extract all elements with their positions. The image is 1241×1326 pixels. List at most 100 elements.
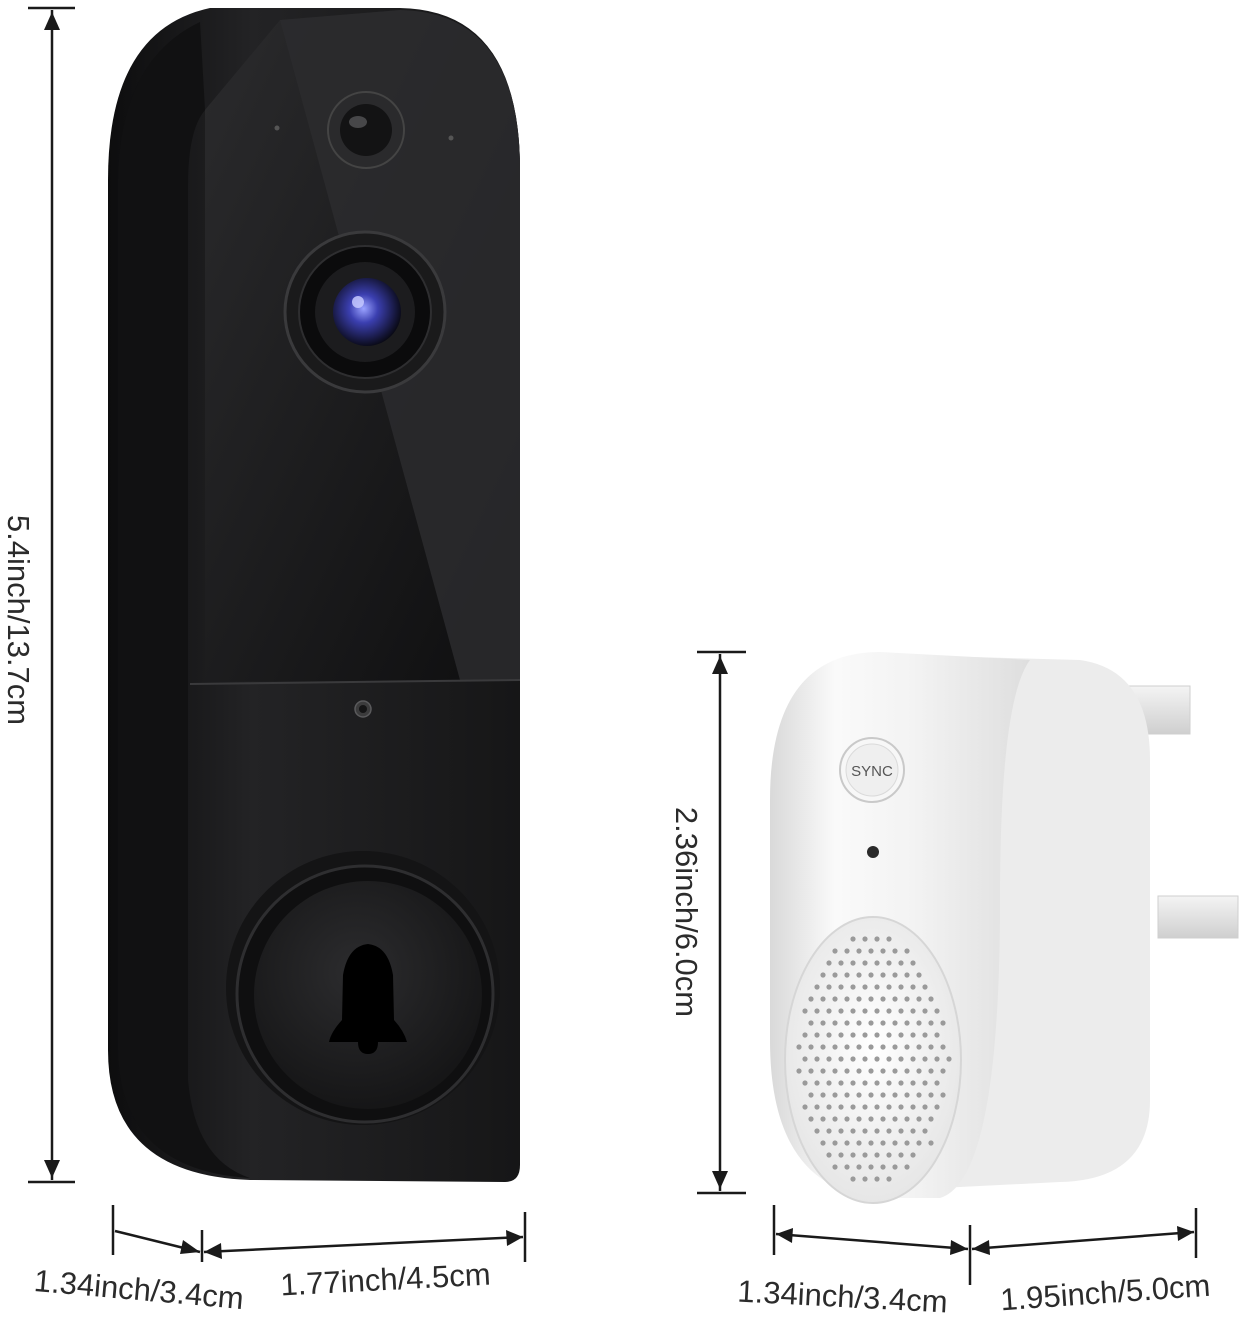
sync-button[interactable]: SYNC xyxy=(839,737,905,803)
speaker-hole xyxy=(892,996,898,1002)
speaker-hole xyxy=(880,996,886,1002)
speaker-hole xyxy=(832,996,838,1002)
speaker-hole xyxy=(928,1068,934,1074)
speaker-hole xyxy=(886,936,892,942)
speaker-hole xyxy=(898,1080,904,1086)
speaker-hole xyxy=(826,1104,832,1110)
speaker-hole xyxy=(850,1008,856,1014)
speaker-hole xyxy=(826,1032,832,1038)
speaker-hole xyxy=(940,1020,946,1026)
speaker-hole xyxy=(826,1056,832,1062)
speaker-hole xyxy=(940,1092,946,1098)
speaker-hole xyxy=(850,1128,856,1134)
speaker-hole xyxy=(850,1152,856,1158)
speaker-hole xyxy=(832,1044,838,1050)
speaker-hole xyxy=(886,960,892,966)
speaker-hole xyxy=(916,1092,922,1098)
speaker-hole xyxy=(892,1092,898,1098)
speaker-hole xyxy=(838,1104,844,1110)
speaker-hole xyxy=(892,1068,898,1074)
speaker-hole xyxy=(874,1032,880,1038)
speaker-hole xyxy=(880,1116,886,1122)
speaker-hole xyxy=(808,1092,814,1098)
speaker-hole xyxy=(916,1068,922,1074)
speaker-hole xyxy=(910,984,916,990)
speaker-hole xyxy=(922,1080,928,1086)
speaker-hole xyxy=(880,1020,886,1026)
speaker-hole xyxy=(862,984,868,990)
doorbell-press-button xyxy=(226,851,500,1125)
speaker-hole xyxy=(886,1152,892,1158)
speaker-hole xyxy=(892,1116,898,1122)
speaker-hole xyxy=(916,1116,922,1122)
speaker-hole xyxy=(874,960,880,966)
speaker-hole xyxy=(880,948,886,954)
arrowhead-icon xyxy=(712,1171,728,1189)
speaker-hole xyxy=(844,1116,850,1122)
speaker-hole xyxy=(928,1140,934,1146)
speaker-hole xyxy=(808,1068,814,1074)
speaker-hole xyxy=(922,984,928,990)
speaker-hole xyxy=(856,1164,862,1170)
speaker-hole xyxy=(880,1044,886,1050)
speaker-hole xyxy=(940,1044,946,1050)
speaker-hole xyxy=(826,1128,832,1134)
speaker-hole xyxy=(832,1164,838,1170)
speaker-hole xyxy=(904,1164,910,1170)
speaker-hole xyxy=(922,1104,928,1110)
speaker-hole xyxy=(802,1008,808,1014)
speaker-hole xyxy=(850,936,856,942)
microphone-hole-icon xyxy=(274,125,280,131)
speaker-hole xyxy=(886,1104,892,1110)
speaker-hole xyxy=(904,1140,910,1146)
speaker-hole xyxy=(856,1092,862,1098)
doorbell-depth-label: 1.34inch/3.4cm xyxy=(33,1263,245,1316)
speaker-hole xyxy=(820,996,826,1002)
speaker-hole xyxy=(886,1008,892,1014)
speaker-hole xyxy=(838,1080,844,1086)
speaker-hole xyxy=(856,1140,862,1146)
chime-depth-line xyxy=(775,1232,969,1251)
speaker-hole xyxy=(904,1068,910,1074)
arrowhead-icon xyxy=(506,1230,523,1246)
speaker-hole xyxy=(814,1008,820,1014)
speaker-hole xyxy=(922,1008,928,1014)
speaker-hole xyxy=(814,984,820,990)
speaker-hole xyxy=(916,1020,922,1026)
speaker-hole xyxy=(862,1128,868,1134)
speaker-hole xyxy=(874,936,880,942)
speaker-hole xyxy=(820,1068,826,1074)
speaker-hole xyxy=(898,1056,904,1062)
speaker-hole xyxy=(874,1104,880,1110)
speaker-hole xyxy=(832,1068,838,1074)
speaker-hole xyxy=(862,1008,868,1014)
speaker-hole xyxy=(880,1092,886,1098)
speaker-hole xyxy=(820,1092,826,1098)
chime-width-label: 1.95inch/5.0cm xyxy=(999,1268,1211,1318)
speaker-hole xyxy=(802,1080,808,1086)
speaker-hole xyxy=(844,1140,850,1146)
speaker-hole xyxy=(838,984,844,990)
chime-height-label: 2.36inch/6.0cm xyxy=(669,807,704,1017)
speaker-hole xyxy=(910,960,916,966)
speaker-hole xyxy=(862,1104,868,1110)
speaker-hole xyxy=(898,960,904,966)
speaker-hole xyxy=(808,1116,814,1122)
speaker-hole xyxy=(910,1152,916,1158)
speaker-hole xyxy=(808,1020,814,1026)
speaker-hole xyxy=(880,1068,886,1074)
speaker-hole xyxy=(814,1080,820,1086)
speaker-hole xyxy=(838,1056,844,1062)
speaker-hole xyxy=(886,1080,892,1086)
speaker-hole xyxy=(820,1140,826,1146)
speaker-hole xyxy=(916,1044,922,1050)
speaker-hole xyxy=(832,948,838,954)
speaker-hole xyxy=(832,1116,838,1122)
speaker-hole xyxy=(826,1080,832,1086)
speaker-hole xyxy=(862,1032,868,1038)
arrowhead-icon xyxy=(1177,1226,1194,1241)
speaker-hole xyxy=(892,1020,898,1026)
arrowhead-icon xyxy=(972,1240,990,1255)
speaker-hole xyxy=(850,1080,856,1086)
speaker-hole xyxy=(862,1152,868,1158)
